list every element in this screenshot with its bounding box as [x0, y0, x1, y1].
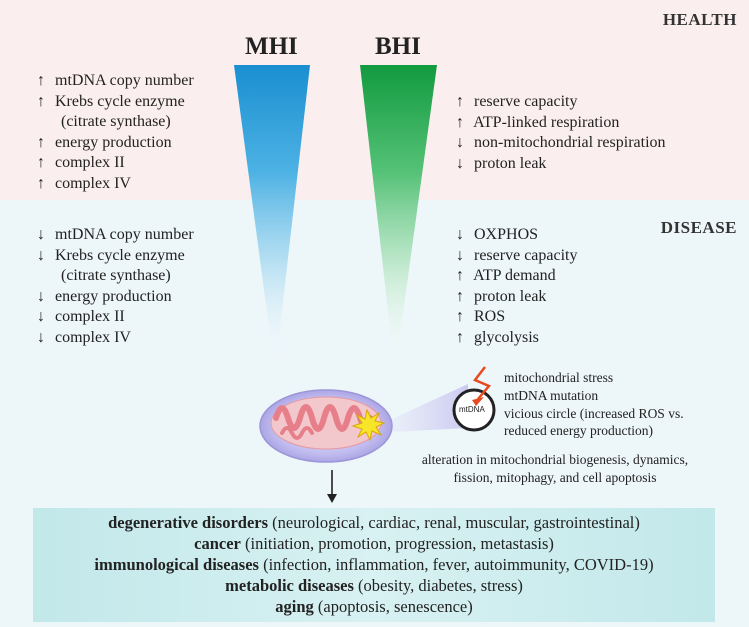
list-item: ↑ complex IV: [37, 174, 194, 195]
list-item-text: mtDNA copy number: [55, 226, 194, 243]
down-arrow-icon: ↓: [456, 154, 464, 172]
zoom-beam: [390, 384, 468, 432]
list-item-text: Krebs cycle enzyme: [55, 246, 185, 264]
list-item-text: proton leak: [474, 154, 547, 172]
bhi-title: BHI: [375, 33, 421, 60]
list-item: ↑ complex II: [37, 153, 194, 174]
up-arrow-icon: ↑: [456, 113, 464, 131]
list-item: ↓ OXPHOS: [456, 225, 577, 246]
mhi-disease-list: ↓ mtDNA copy number↓ Krebs cycle enzyme(…: [37, 225, 194, 349]
health-label: HEALTH: [662, 10, 737, 29]
list-item: ↓ Krebs cycle enzyme: [37, 246, 194, 267]
down-arrow-icon: ↓: [37, 308, 45, 326]
list-item: ↓ proton leak: [456, 154, 666, 175]
list-item-text: complex II: [55, 154, 125, 172]
list-item: ↑ ATP-linked respiration: [456, 113, 666, 134]
list-item: ↓ mtDNA copy number: [37, 225, 194, 246]
list-item: (citrate synthase): [37, 112, 194, 133]
alteration-line: alteration in mitochondrial biogenesis, …: [421, 452, 689, 467]
list-item: ↓ energy production: [37, 287, 194, 308]
bhi-health-list: ↑ reserve capacity↑ ATP-linked respirati…: [456, 92, 666, 174]
list-item-text: complex IV: [55, 174, 131, 192]
down-arrow-icon: ↓: [456, 226, 464, 243]
down-arrow-head-icon: [327, 494, 337, 503]
up-arrow-icon: ↑: [37, 174, 45, 192]
mtdna-circle-icon: [452, 388, 496, 432]
stress-line: vicious circle (increased ROS vs.: [504, 405, 684, 421]
list-item-text: reserve capacity: [474, 93, 578, 110]
bhi-gradient-wedge: [360, 65, 437, 372]
up-arrow-icon: ↑: [456, 287, 464, 305]
up-arrow-icon: ↑: [456, 328, 464, 346]
outcome-cancer: cancer (initiation, promotion, progressi…: [194, 534, 554, 553]
up-arrow-icon: ↑: [456, 267, 464, 285]
list-item-text: (citrate synthase): [61, 113, 171, 131]
up-arrow-icon: ↑: [456, 93, 464, 110]
outcome-metabolic: metabolic diseases (obesity, diabetes, s…: [225, 576, 523, 595]
alteration-line: fission, mitophagy, and cell apoptosis: [453, 469, 657, 485]
up-arrow-icon: ↑: [456, 308, 464, 326]
mhi-gradient-wedge: [234, 65, 310, 372]
mtdna-label: mtDNA: [459, 405, 485, 414]
list-item-text: mtDNA copy number: [55, 72, 194, 89]
list-item-text: complex II: [55, 308, 125, 326]
list-item-text: reserve capacity: [474, 246, 578, 264]
list-item-text: (citrate synthase): [61, 267, 171, 285]
down-arrow-icon: ↓: [37, 287, 45, 305]
list-item: ↑ Krebs cycle enzyme: [37, 92, 194, 113]
stress-line: reduced energy production): [504, 423, 653, 439]
up-arrow-icon: ↑: [37, 72, 45, 89]
list-item: ↑ glycolysis: [456, 328, 577, 349]
outcome-immunological: immunological diseases (infection, infla…: [94, 555, 654, 574]
list-item: ↓ non-mitochondrial respiration: [456, 133, 666, 154]
mhi-title: MHI: [245, 33, 298, 60]
mhi-health-list: ↑ mtDNA copy number↑ Krebs cycle enzyme(…: [37, 71, 194, 195]
up-arrow-icon: ↑: [37, 133, 45, 151]
stress-list: mitochondrial stress mtDNA mutation vici…: [504, 369, 684, 440]
list-item-text: glycolysis: [474, 328, 539, 346]
outcomes-box: degenerative disorders (neurological, ca…: [33, 508, 715, 622]
list-item-text: energy production: [55, 287, 172, 305]
down-arrow-icon: ↓: [37, 226, 45, 243]
bhi-disease-list: ↓ OXPHOS↓ reserve capacity↑ ATP demand↑ …: [456, 225, 577, 349]
down-arrow-icon: ↓: [456, 134, 464, 152]
list-item: ↑ ROS: [456, 307, 577, 328]
outcome-aging: aging (apoptosis, senescence): [275, 597, 473, 616]
list-item-text: ATP demand: [473, 267, 556, 285]
list-item-text: non-mitochondrial respiration: [474, 134, 666, 152]
list-item: ↑ energy production: [37, 133, 194, 154]
up-arrow-icon: ↑: [37, 154, 45, 172]
down-arrow-icon: ↓: [37, 328, 45, 346]
list-item-text: ATP-linked respiration: [473, 113, 620, 131]
list-item-text: Krebs cycle enzyme: [55, 92, 185, 110]
damage-burst-icon: [351, 408, 386, 442]
list-item: ↓ complex IV: [37, 328, 194, 349]
list-item: ↑ proton leak: [456, 287, 577, 308]
list-item-text: complex IV: [55, 328, 131, 346]
stress-line: mitochondrial stress: [504, 370, 614, 385]
list-item-text: OXPHOS: [474, 226, 539, 243]
list-item: ↓ complex II: [37, 307, 194, 328]
list-item: ↑ ATP demand: [456, 266, 577, 287]
down-arrow-icon: ↓: [37, 246, 45, 264]
mitochondrion: [259, 389, 393, 463]
list-item: ↓ reserve capacity: [456, 246, 577, 267]
disease-label: DISEASE: [660, 218, 737, 237]
up-arrow-icon: ↑: [37, 92, 45, 110]
lightning-icon: [473, 366, 492, 400]
stress-line: mtDNA mutation: [504, 387, 599, 403]
lightning-arrowhead-icon: [472, 397, 484, 406]
list-item-text: proton leak: [474, 287, 547, 305]
list-item-text: energy production: [55, 133, 172, 151]
down-arrow-icon: ↓: [456, 246, 464, 264]
list-item: ↑ reserve capacity: [456, 92, 666, 113]
list-item: ↑ mtDNA copy number: [37, 71, 194, 92]
list-item-text: ROS: [474, 308, 506, 326]
alteration-text: alteration in mitochondrial biogenesis, …: [380, 451, 730, 487]
list-item: (citrate synthase): [37, 266, 194, 287]
outcome-degenerative: degenerative disorders (neurological, ca…: [108, 513, 640, 532]
